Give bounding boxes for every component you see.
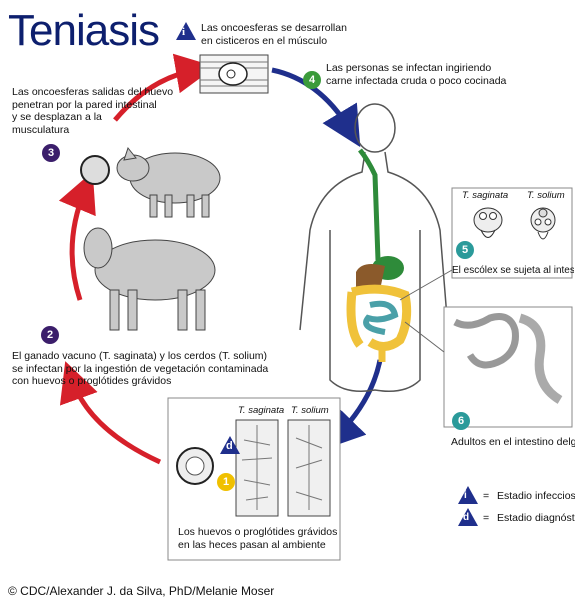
diagnostic-letter: d xyxy=(226,440,233,452)
step-3-line-2: penetran por la pared intestinal xyxy=(12,99,192,112)
legend-infectious-label: Estadio infeccioso xyxy=(497,490,575,503)
step-4-badge: 4 xyxy=(303,71,321,89)
legend-equals-1: = xyxy=(483,490,489,503)
cow-illustration xyxy=(84,228,215,330)
legend-i-letter: i xyxy=(464,490,467,501)
step-1-line-2: en las heces pasan al ambiente xyxy=(178,539,338,552)
step-2-text: El ganado vacuno (T. saginata) y los cer… xyxy=(12,350,302,388)
muscle-cysticercus-illustration xyxy=(200,55,268,93)
pig-illustration xyxy=(117,148,220,217)
step-3-badge: 3 xyxy=(42,144,60,162)
small-intestine xyxy=(366,304,395,332)
top-text-line-1: Las oncoesferas se desarrollan xyxy=(201,22,351,35)
infectious-stage-triangle xyxy=(176,22,196,40)
egg-icon xyxy=(177,448,213,484)
step-3-text: Las oncoesferas salidas del huevo penetr… xyxy=(12,86,192,136)
step-4-line-2: carne infectada cruda o poco cocinada xyxy=(326,75,526,88)
arrow-bottom-red xyxy=(72,380,160,462)
top-text: Las oncoesferas se desarrollan en cistic… xyxy=(201,22,351,47)
infectious-letter: i xyxy=(182,26,185,38)
step-4-line-1: Las personas se infectan ingiriendo xyxy=(326,62,526,75)
step-2-badge: 2 xyxy=(41,326,59,344)
step-5-text: El escólex se sujeta al intestino xyxy=(452,265,574,278)
legend-infectious-triangle xyxy=(458,486,478,504)
legend-diagnostic-label: Estadio diagnóstico xyxy=(497,512,575,525)
legend-d-letter: d xyxy=(463,512,469,523)
step-6-badge: 6 xyxy=(452,412,470,430)
step-3-line-4: musculatura xyxy=(12,124,192,137)
step-1-badge: 1 xyxy=(217,473,235,491)
pointer-line-6 xyxy=(405,322,444,352)
step-1-line-1: Los huevos o proglótides grávidos xyxy=(178,526,338,539)
step-2-line-2: se infectan por la ingestión de vegetaci… xyxy=(12,363,302,376)
proglottid-solium-label: T. solium xyxy=(291,405,329,418)
scolex-saginata-label: T. saginata xyxy=(462,190,508,203)
oncosphere-egg xyxy=(81,156,109,184)
step-4-text: Las personas se infectan ingiriendo carn… xyxy=(326,62,526,87)
arrow-left-red xyxy=(72,190,85,300)
proglottid-saginata-label: T. saginata xyxy=(238,405,284,418)
step-5-badge: 5 xyxy=(456,241,474,259)
step-6-text: Adultos en el intestino delgado xyxy=(451,436,575,449)
credit-text: © CDC/Alexander J. da Silva, PhD/Melanie… xyxy=(8,584,274,598)
step-1-text: Los huevos o proglótides grávidos en las… xyxy=(178,526,338,551)
top-text-line-2: en cisticeros en el músculo xyxy=(201,35,351,48)
step-2-line-1: El ganado vacuno (T. saginata) y los cer… xyxy=(12,350,302,363)
step-2-line-3: con huevos o proglótides grávidos xyxy=(12,375,302,388)
legend-equals-2: = xyxy=(483,512,489,525)
scolex-solium-label: T. solium xyxy=(527,190,565,203)
step-3-line-3: y se desplazan a la xyxy=(12,111,192,124)
arrow-right-blue xyxy=(338,360,380,435)
step-3-line-1: Las oncoesferas salidas del huevo xyxy=(12,86,192,99)
